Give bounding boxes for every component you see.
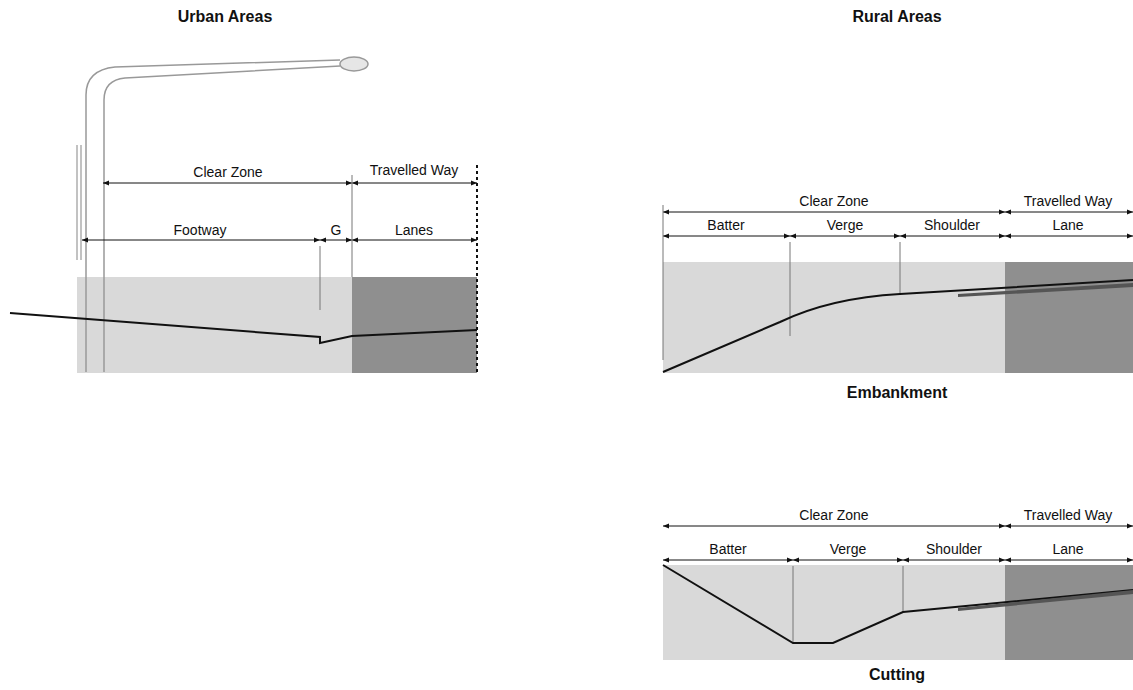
section-title: Rural Areas xyxy=(797,8,997,25)
dimension-label: Verge xyxy=(793,217,898,234)
dimension-label: Lane xyxy=(1008,217,1128,234)
section-title: Urban Areas xyxy=(125,8,325,25)
section-title: Embankment xyxy=(797,384,997,401)
dimension-label: Shoulder xyxy=(902,217,1002,234)
dimension-label: Travelled Way xyxy=(1006,507,1130,524)
dimension-label: Travelled Way xyxy=(359,162,469,179)
dimension-label: Lane xyxy=(1008,541,1128,558)
dimension-label: Clear Zone xyxy=(128,164,328,181)
dimension-label: Shoulder xyxy=(904,541,1004,558)
dimension-label: Clear Zone xyxy=(734,193,934,210)
dimension-label: Lanes xyxy=(359,222,469,239)
dimension-label: Travelled Way xyxy=(1006,193,1130,210)
dimension-label: Batter xyxy=(666,217,786,234)
dimension-label: Footway xyxy=(125,222,275,239)
dimension-label: G xyxy=(321,222,351,239)
dimension-label: Clear Zone xyxy=(734,507,934,524)
dimension-label: Batter xyxy=(668,541,788,558)
section-title: Cutting xyxy=(797,666,997,683)
dimension-label: Verge xyxy=(796,541,901,558)
